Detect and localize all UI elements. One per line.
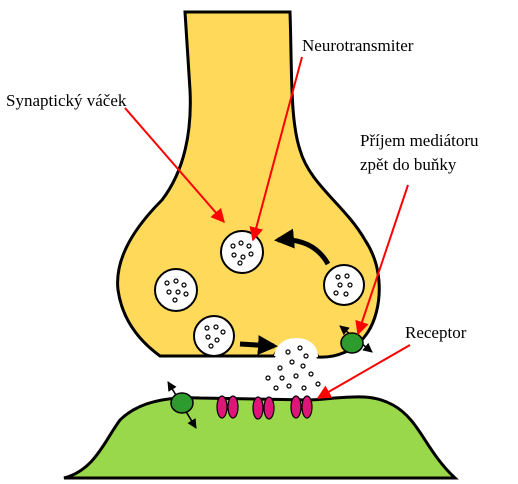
receptor-1a	[217, 396, 227, 418]
vesicle-right	[324, 265, 364, 305]
label-vesicle: Synaptický váček	[6, 91, 127, 110]
receptor-2a	[253, 397, 263, 419]
vesicle-top	[221, 231, 263, 273]
receptor-3a	[291, 396, 301, 418]
label-receptor: Receptor	[405, 323, 467, 342]
vesicle-bottom	[194, 316, 234, 356]
receptor-3b	[302, 396, 312, 418]
release-arrow	[240, 344, 274, 346]
label-reuptake-line2: zpět do buňky	[360, 155, 457, 174]
reuptake-transporter	[341, 333, 363, 353]
receptor-2b	[264, 397, 274, 419]
vesicle-left	[155, 269, 197, 311]
label-reuptake-line1: Příjem mediátoru	[360, 131, 479, 150]
postsynaptic-transporter	[171, 393, 193, 413]
receptor-1b	[228, 396, 238, 418]
label-neurotransmiter: Neurotransmiter	[302, 36, 414, 55]
